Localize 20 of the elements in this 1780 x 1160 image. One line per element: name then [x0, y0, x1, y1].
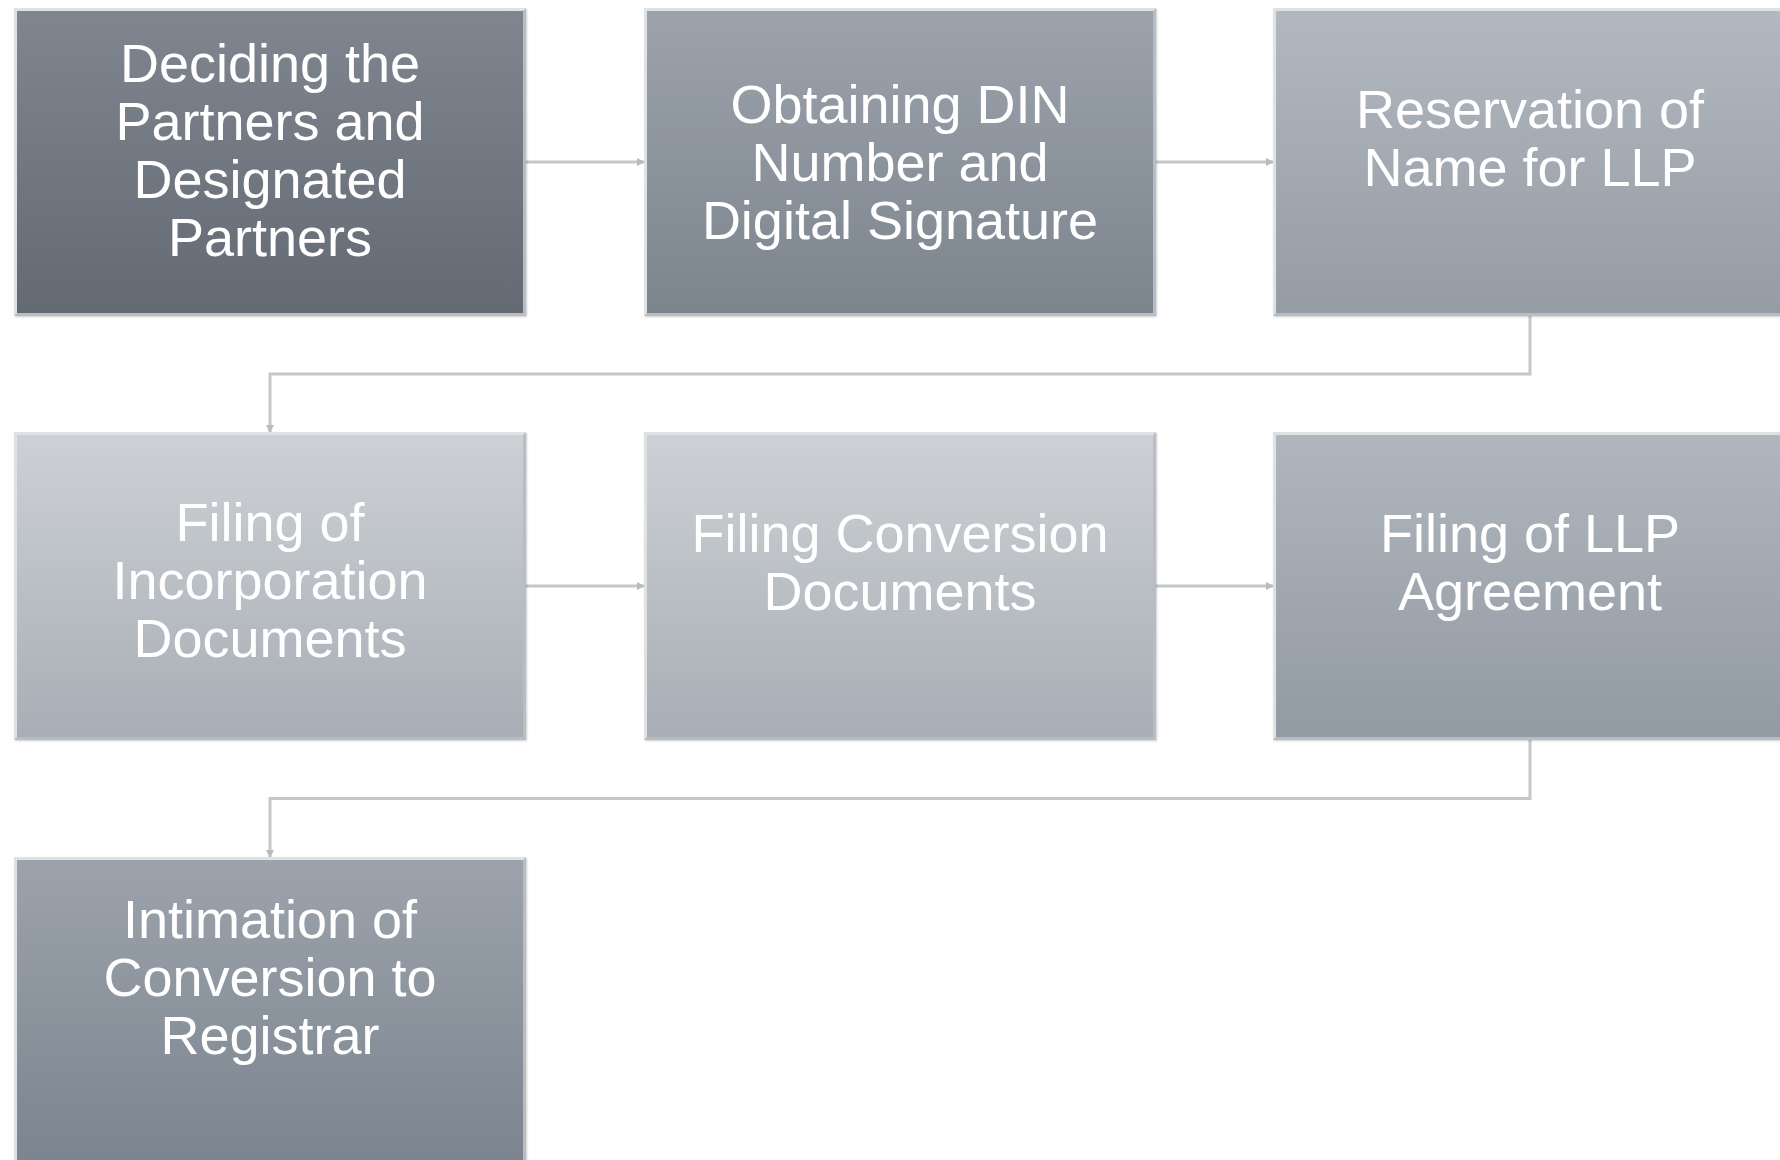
- process-box: [644, 8, 1156, 316]
- step-label: Deciding the Partners and Designated Partners: [114, 34, 426, 266]
- step-label: Filing of Incorporation Documents: [111, 493, 429, 667]
- process-box: [14, 8, 526, 316]
- arrow: [266, 740, 1532, 858]
- process-box: [1273, 432, 1780, 740]
- arrow: [1156, 158, 1274, 166]
- step-label: Filing of LLP Agreement: [1378, 504, 1682, 620]
- process-box: [1273, 8, 1780, 316]
- step-label: Obtaining DIN Number and Digital Signature: [700, 75, 1100, 249]
- arrow: [526, 158, 645, 166]
- step-label: Reservation of Name for LLP: [1354, 80, 1706, 196]
- process-box: [14, 857, 526, 1160]
- step-label: Intimation of Conversion to Registrar: [102, 890, 438, 1064]
- step-label: Filing Conversion Documents: [690, 504, 1110, 620]
- process-box: [644, 432, 1156, 740]
- arrow: [526, 582, 645, 590]
- process-box: [14, 432, 526, 740]
- arrow: [1156, 582, 1274, 590]
- arrow: [266, 316, 1532, 433]
